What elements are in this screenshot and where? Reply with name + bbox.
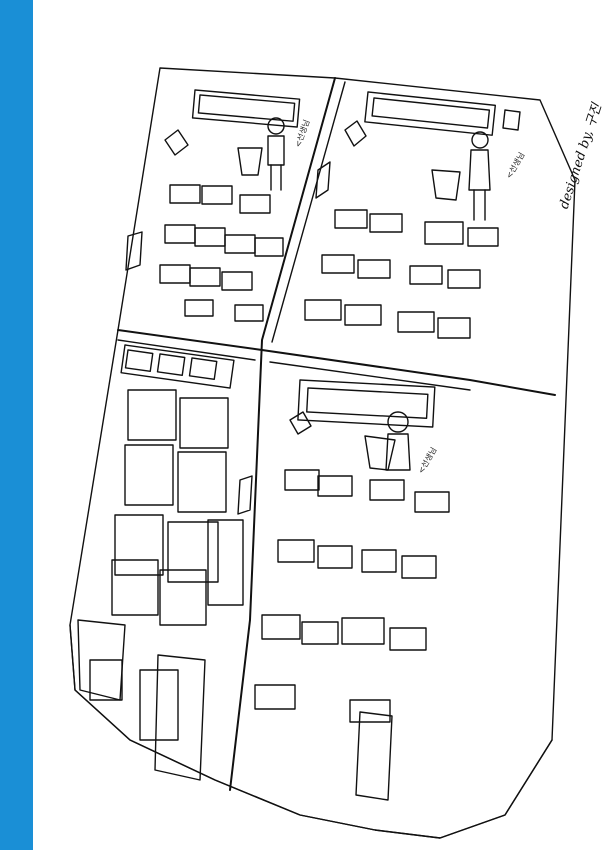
window-left-room1 [125, 231, 143, 271]
room3-chalkboard [297, 379, 436, 428]
teacher-room2 [468, 131, 491, 221]
desks-room2 [304, 209, 499, 339]
teacher-room1 [267, 117, 285, 191]
room4-lockers [120, 344, 235, 389]
desks-room3 [254, 469, 450, 723]
building-base-edge [69, 624, 553, 839]
teacher-room3 [385, 411, 411, 471]
podium-room3 [364, 435, 396, 471]
illustration-svg [69, 67, 576, 839]
room2-chalkboard [364, 91, 496, 136]
window-left-room2 [315, 161, 331, 199]
center-wall-vertical [229, 77, 336, 791]
classroom-isometric-illustration: <선생님 <선생님 <선생님 designed by, 구진 [33, 0, 611, 850]
wall-thickness-2 [117, 339, 256, 361]
building-outline [69, 67, 576, 839]
storage-area [77, 619, 206, 781]
wall-thickness-1 [271, 81, 346, 343]
center-wall-horizontal-right [261, 349, 556, 396]
podium-room1 [237, 147, 263, 176]
door-room3 [355, 711, 393, 801]
window-room4 [237, 475, 253, 515]
laptop-room1 [164, 129, 189, 156]
room1-chalkboard [191, 89, 301, 128]
blue-side-strip [0, 0, 33, 850]
window-right-room2 [502, 109, 521, 131]
desks-room1 [159, 184, 284, 322]
center-wall-horizontal-left [117, 329, 263, 351]
wall-thickness-3 [269, 361, 471, 391]
laptop-room2 [344, 120, 367, 147]
desks-room4 [111, 389, 244, 626]
laptop-room3 [289, 411, 312, 435]
podium-room2 [431, 169, 461, 201]
